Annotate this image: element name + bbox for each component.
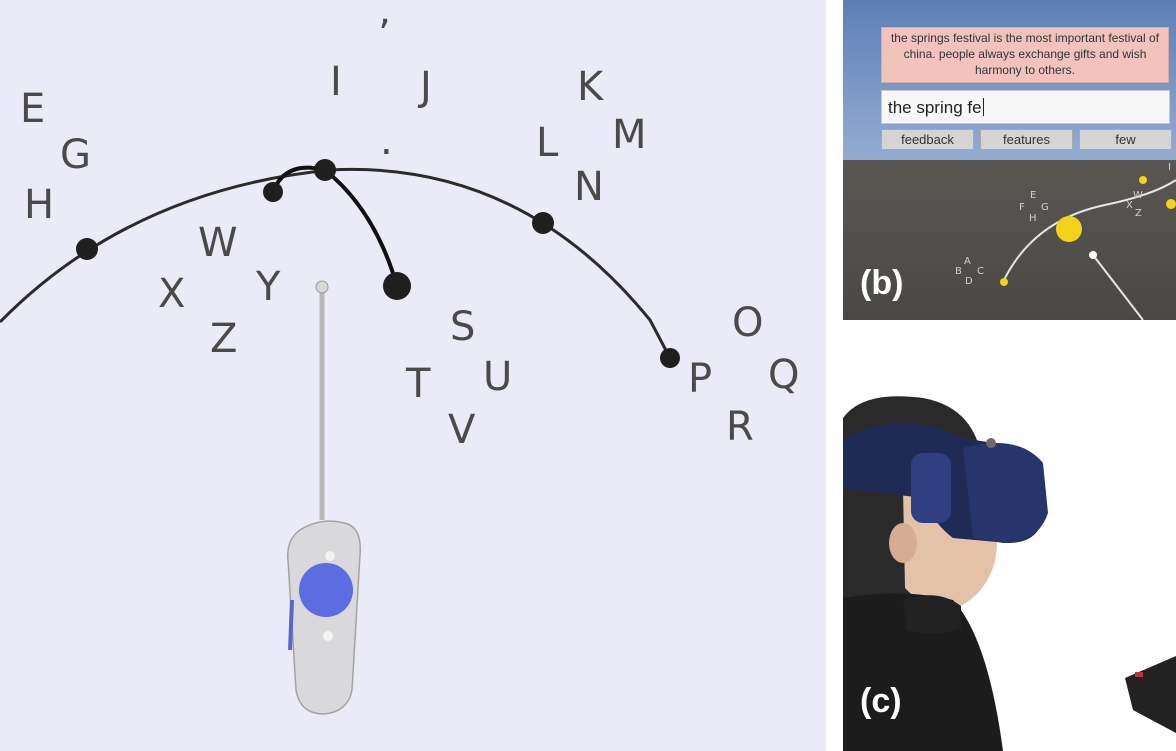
mini-letter[interactable]: D (965, 276, 973, 287)
mini-letter[interactable]: Z (1135, 208, 1142, 219)
key-letter[interactable]: M (612, 112, 647, 158)
key-letter[interactable]: U (483, 354, 512, 400)
key-letter[interactable]: G (60, 132, 91, 178)
mini-letter[interactable]: I (1168, 162, 1171, 173)
key-letter[interactable]: Y (255, 264, 281, 310)
user-with-headset-illustration (843, 396, 1176, 751)
radial-keyboard-scene: E G H I ’ J K L M N . W X Y Z S T U V O … (0, 12, 799, 715)
key-letter[interactable]: V (448, 407, 476, 453)
mini-letter[interactable]: H (1029, 213, 1037, 224)
branch-end-node[interactable] (383, 272, 411, 300)
mini-letter[interactable]: A (964, 256, 971, 267)
key-letter[interactable]: Z (210, 316, 237, 362)
key-letter[interactable]: K (577, 64, 605, 110)
ground-plane (843, 160, 1176, 320)
arc-node[interactable] (76, 238, 98, 260)
key-letter[interactable]: H (24, 182, 54, 228)
mini-letter[interactable]: X (1126, 200, 1133, 211)
key-period[interactable]: . (380, 118, 393, 164)
key-letter[interactable]: I (330, 59, 342, 105)
mini-letter[interactable]: B (955, 266, 962, 277)
key-letter[interactable]: Q (768, 352, 799, 398)
system-button-icon[interactable] (323, 631, 333, 641)
arc-node[interactable] (532, 212, 554, 234)
mini-letter[interactable]: E (1030, 190, 1036, 201)
selection-arc (0, 167, 672, 359)
panel-a-radial-keyboard: E G H I ’ J K L M N . W X Y Z S T U V O … (0, 0, 826, 751)
mini-letter[interactable]: C (977, 266, 984, 277)
mini-letter[interactable]: F (1019, 202, 1025, 213)
target-sentence: the springs festival is the most importa… (881, 27, 1169, 83)
mini-keyboard-scene: E F G H A B C D W X Z I (955, 162, 1176, 320)
ray-tip (1089, 251, 1097, 259)
key-letter[interactable]: R (726, 404, 754, 450)
ray-tip (315, 280, 329, 294)
key-letter[interactable]: X (158, 271, 185, 317)
key-apostrophe[interactable]: ’ (378, 12, 391, 58)
panel-label-b: (b) (860, 264, 904, 302)
suggestion-button-features[interactable]: features (980, 129, 1073, 150)
key-letter[interactable]: E (20, 86, 45, 132)
input-text: the spring fe (888, 98, 982, 117)
yellow-node[interactable] (1166, 199, 1176, 209)
key-letter[interactable]: P (688, 356, 712, 402)
yellow-node[interactable] (1000, 278, 1008, 286)
yellow-node[interactable] (1139, 176, 1147, 184)
trackpad-icon[interactable] (299, 563, 353, 617)
arc-node[interactable] (263, 182, 283, 202)
key-letter[interactable]: J (417, 64, 432, 110)
key-letter[interactable]: S (450, 304, 475, 350)
menu-button-icon[interactable] (325, 551, 335, 561)
mini-letter[interactable]: G (1041, 202, 1049, 213)
arc-node-active[interactable] (314, 159, 336, 181)
arc-node[interactable] (660, 348, 680, 368)
mini-letter[interactable]: W (1133, 190, 1143, 201)
suggestion-button-feedback[interactable]: feedback (881, 129, 974, 150)
panel-label-c: (c) (860, 682, 902, 720)
key-letter[interactable]: T (405, 361, 431, 407)
yellow-node[interactable] (1056, 216, 1082, 242)
key-letter[interactable]: W (198, 220, 238, 266)
vr-controller[interactable] (287, 520, 361, 715)
key-letter[interactable]: L (536, 120, 559, 166)
key-letter[interactable]: O (732, 300, 763, 346)
panel-c-user-photo: (c) (843, 338, 1176, 751)
text-cursor (982, 98, 984, 116)
active-branch-line (271, 165, 399, 287)
suggestion-button-few[interactable]: few (1079, 129, 1172, 150)
text-input-field[interactable]: the spring fe (881, 90, 1170, 124)
panel-b-vr-view: the springs festival is the most importa… (843, 0, 1176, 320)
key-letter[interactable]: N (574, 164, 604, 210)
